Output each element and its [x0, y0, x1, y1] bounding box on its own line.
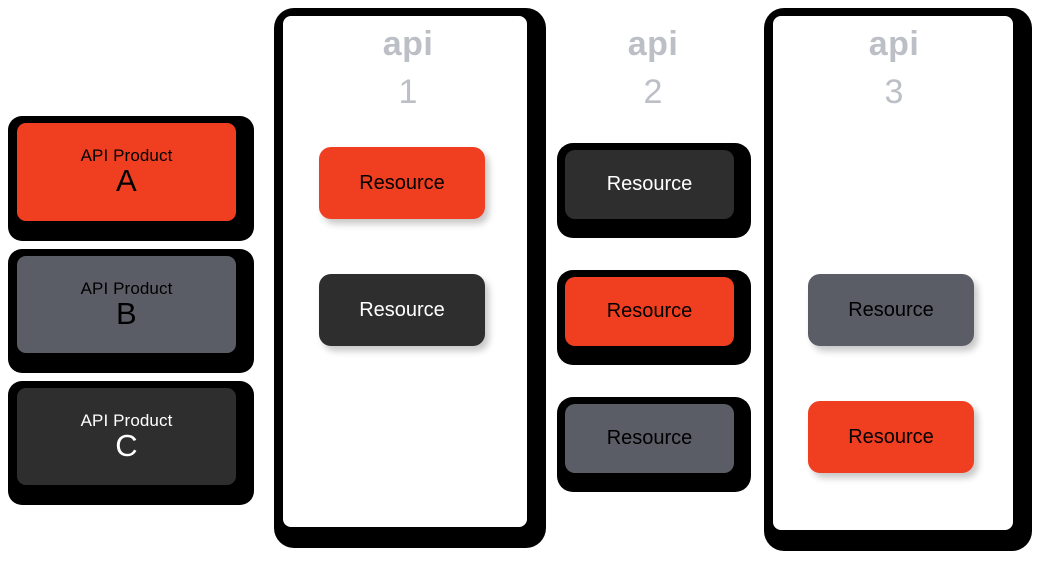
api-2-resource-1[interactable]: Resource	[557, 143, 751, 238]
api-1-word: api	[382, 25, 434, 63]
api-1-resource-2-label: Resource	[359, 298, 445, 321]
api-product-a-letter: A	[116, 163, 137, 199]
api-product-c-letter: C	[115, 427, 138, 463]
api-product-c-label: API Product	[80, 410, 173, 430]
api-1-container-body	[283, 16, 527, 527]
api-3-resource-1[interactable]: Resource	[808, 274, 974, 346]
api-3-number: 3	[884, 73, 904, 111]
api-product-card-c[interactable]: API Product C	[8, 381, 254, 505]
api-2-resource-2[interactable]: Resource	[557, 270, 751, 365]
api-2-resource-2-label: Resource	[606, 300, 693, 322]
api-3-heading: api 3	[774, 27, 1014, 109]
api-2-word: api	[627, 25, 679, 63]
api-1-container[interactable]	[274, 8, 546, 548]
api-1-number: 1	[398, 73, 418, 111]
api-product-b-label: API Product	[80, 278, 173, 298]
api-product-c-body: API Product C	[17, 388, 236, 485]
api-3-resource-2-label: Resource	[848, 425, 934, 448]
api-product-a-label: API Product	[80, 146, 173, 166]
api-3-word: api	[868, 25, 920, 63]
api-2-resource-1-label: Resource	[606, 173, 693, 195]
api-product-a-body: API Product A	[17, 123, 236, 221]
api-product-card-b[interactable]: API Product B	[8, 249, 254, 373]
api-3-resource-2[interactable]: Resource	[808, 401, 974, 473]
api-1-resource-2[interactable]: Resource	[319, 274, 485, 346]
api-2-resource-3-body: Resource	[565, 404, 734, 473]
api-product-card-a[interactable]: API Product A	[8, 116, 254, 241]
api-product-b-body: API Product B	[17, 256, 236, 353]
api-product-b-letter: B	[116, 295, 137, 331]
api-2-resource-2-body: Resource	[565, 277, 734, 346]
api-2-resource-3-label: Resource	[606, 427, 693, 449]
api-2-heading: api 2	[555, 27, 751, 109]
api-2-resource-3[interactable]: Resource	[557, 397, 751, 492]
api-2-resource-1-body: Resource	[565, 150, 734, 219]
api-1-heading: api 1	[284, 27, 532, 109]
api-3-resource-1-label: Resource	[848, 298, 934, 321]
api-1-resource-1-label: Resource	[359, 171, 445, 194]
api-1-resource-1[interactable]: Resource	[319, 147, 485, 219]
api-2-number: 2	[643, 73, 663, 111]
